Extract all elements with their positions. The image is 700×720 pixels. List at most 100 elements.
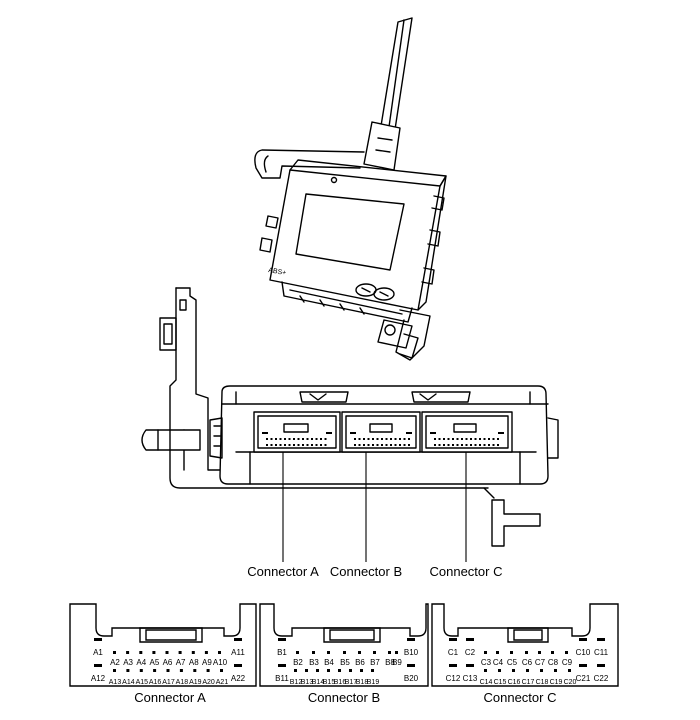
ecu-pin-dot xyxy=(390,438,392,440)
pin-label: B14 xyxy=(312,679,325,686)
ecu-pin-dot xyxy=(372,444,374,446)
pin-label: A15 xyxy=(136,679,149,686)
ecu-pin-dot xyxy=(483,444,486,446)
pin-label: A10 xyxy=(213,658,228,667)
ecu-pin-dot xyxy=(376,438,379,440)
pin-marker xyxy=(373,651,376,654)
ecu-pin-dot xyxy=(403,444,406,446)
ecu-pin-dot xyxy=(381,444,383,446)
pin-label: B13 xyxy=(301,679,314,686)
ecu-pin-dot xyxy=(284,444,286,446)
pin-label: C11 xyxy=(594,648,609,657)
pin-marker xyxy=(234,664,242,667)
pin-marker xyxy=(234,638,242,641)
ecu-pin-dot xyxy=(497,444,499,446)
pin-marker xyxy=(178,651,182,654)
ecu-pin-dot xyxy=(492,438,495,440)
ecu-pin-dot xyxy=(479,444,481,446)
pin-label: C20 xyxy=(564,679,577,686)
pin-label: C18 xyxy=(536,679,549,686)
pin-marker xyxy=(220,669,223,672)
pin-label: B11 xyxy=(275,674,289,683)
pin-marker xyxy=(312,651,315,654)
ecu-pin-dot xyxy=(498,432,504,434)
pin-label: A7 xyxy=(176,658,186,667)
pin-label: C13 xyxy=(463,674,478,683)
pointer-label-c: Connector C xyxy=(430,564,503,579)
pin-marker xyxy=(551,651,554,654)
ecu-pin-dot xyxy=(394,438,397,440)
pin-label: C21 xyxy=(576,674,591,683)
ecu-pin-dot xyxy=(470,444,472,446)
pin-marker xyxy=(512,669,515,672)
ecu-pin-dot xyxy=(311,438,313,440)
pin-label: A1 xyxy=(93,648,103,657)
pin-marker xyxy=(204,651,208,654)
ecu-pin-dot xyxy=(430,432,436,434)
ecu-pin-dot xyxy=(293,444,295,446)
pin-label: A2 xyxy=(110,658,120,667)
pin-marker xyxy=(395,651,398,654)
ecu-pin-dot xyxy=(456,438,459,440)
pin-label: C19 xyxy=(550,679,563,686)
pin-label: A21 xyxy=(216,679,229,686)
pin-label: C15 xyxy=(494,679,507,686)
pin-marker xyxy=(278,664,286,667)
pin-marker xyxy=(538,651,541,654)
ecu-pin-dot xyxy=(465,444,468,446)
ecu-pin-dot xyxy=(408,444,410,446)
pin-marker xyxy=(193,669,197,672)
ecu-pin-dot xyxy=(470,438,472,440)
pin-label: B2 xyxy=(293,658,303,667)
pin-label: B9 xyxy=(392,658,402,667)
ecu-pin-dot xyxy=(320,444,322,446)
ecu-socket-a xyxy=(253,411,341,453)
pin-label: B7 xyxy=(370,658,380,667)
ecu-pin-dot xyxy=(262,432,268,434)
ecu-pin-dot xyxy=(311,444,313,446)
pin-marker xyxy=(153,669,157,672)
pin-label: C2 xyxy=(465,648,476,657)
connector-b-face xyxy=(259,603,429,687)
ecu-pin-dot xyxy=(354,444,356,446)
connector-b-caption: Connector B xyxy=(308,690,380,705)
connector-c-caption: Connector C xyxy=(484,690,557,705)
pin-label: A16 xyxy=(149,679,162,686)
pin-marker xyxy=(218,651,221,654)
ecu-pin-dot xyxy=(406,432,412,434)
ecu-pin-dot xyxy=(354,438,356,440)
pin-marker xyxy=(525,651,528,654)
pin-marker xyxy=(343,651,346,654)
pin-label: A9 xyxy=(202,658,212,667)
pin-label: B5 xyxy=(340,658,350,667)
ecu-pin-dot xyxy=(293,438,295,440)
pin-marker xyxy=(526,669,529,672)
ecu-pin-dot xyxy=(315,438,318,440)
pin-label: A18 xyxy=(176,679,189,686)
pin-label: B16 xyxy=(334,679,347,686)
ecu-pin-dot xyxy=(279,444,282,446)
pin-marker xyxy=(540,669,543,672)
ecu-pin-dot xyxy=(474,438,477,440)
ecu-pin-dot xyxy=(284,438,286,440)
pin-label: A3 xyxy=(123,658,133,667)
connector-a-face xyxy=(69,603,257,687)
ecu-pin-dot xyxy=(358,444,361,446)
ecu-pin-dot xyxy=(452,438,454,440)
sensor-housing xyxy=(269,169,441,311)
pin-label: C22 xyxy=(594,674,609,683)
ecu-pin-dot xyxy=(438,444,441,446)
ecu-pin-dot xyxy=(385,444,388,446)
pin-label: C7 xyxy=(535,658,546,667)
pin-marker xyxy=(126,651,130,654)
pin-marker xyxy=(510,651,513,654)
pin-label: C16 xyxy=(508,679,521,686)
ecu-pin-dot xyxy=(399,438,401,440)
pin-label: B4 xyxy=(324,658,334,667)
ecu-pin-dot xyxy=(288,444,291,446)
pin-label: B19 xyxy=(367,679,380,686)
ecu-pin-dot xyxy=(488,438,490,440)
pin-label: C14 xyxy=(480,679,493,686)
ecu-pin-dot xyxy=(306,444,309,446)
